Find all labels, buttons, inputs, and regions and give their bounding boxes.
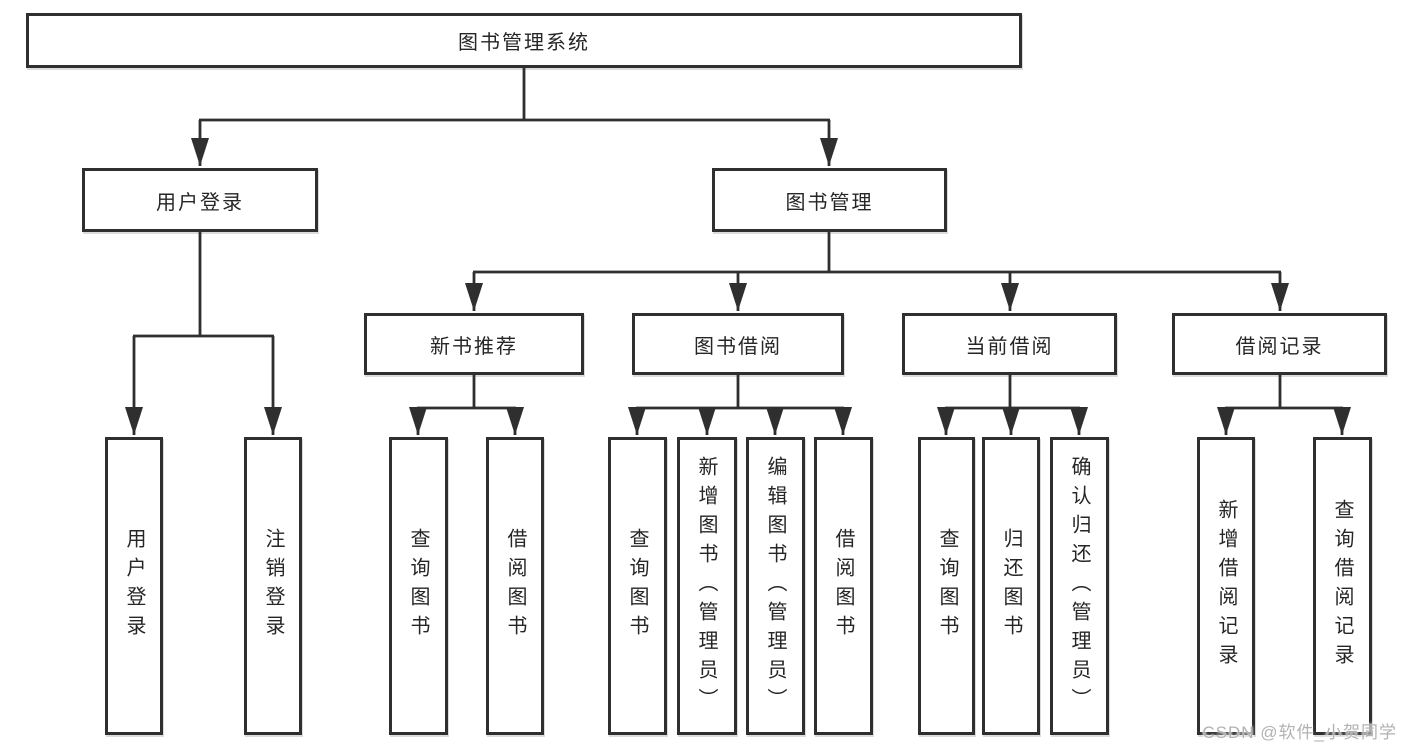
group-new-book-recommend: 新书推荐 (364, 313, 584, 375)
leaf-cb-return-books: 归还图书 (982, 437, 1040, 735)
leaf-bb-edit-book-admin: 编辑图书（管理员） (746, 437, 805, 735)
branch-user-login: 用户登录 (82, 168, 318, 232)
leaf-bb-query-books: 查询图书 (608, 437, 667, 735)
leaf-user-login: 用户登录 (105, 437, 163, 735)
leaf-bb-add-book-admin: 新增图书（管理员） (677, 437, 737, 735)
branch-book-management: 图书管理 (712, 168, 947, 232)
leaf-cb-query-books: 查询图书 (918, 437, 975, 735)
group-book-borrow: 图书借阅 (632, 313, 844, 375)
leaf-br-add-record: 新增借阅记录 (1197, 437, 1255, 735)
group-borrow-records: 借阅记录 (1172, 313, 1387, 375)
leaf-br-query-record: 查询借阅记录 (1313, 437, 1372, 735)
leaf-nbr-borrow-books: 借阅图书 (486, 437, 544, 735)
leaf-logout: 注销登录 (244, 437, 302, 735)
node-root: 图书管理系统 (26, 13, 1022, 68)
leaf-cb-confirm-return-admin: 确认归还（管理员） (1050, 437, 1109, 735)
group-current-borrow: 当前借阅 (902, 313, 1117, 375)
leaf-bb-borrow-books: 借阅图书 (814, 437, 873, 735)
leaf-nbr-query-books: 查询图书 (389, 437, 448, 735)
csdn-watermark: CSDN @软件_小贺同学 (1202, 723, 1397, 742)
